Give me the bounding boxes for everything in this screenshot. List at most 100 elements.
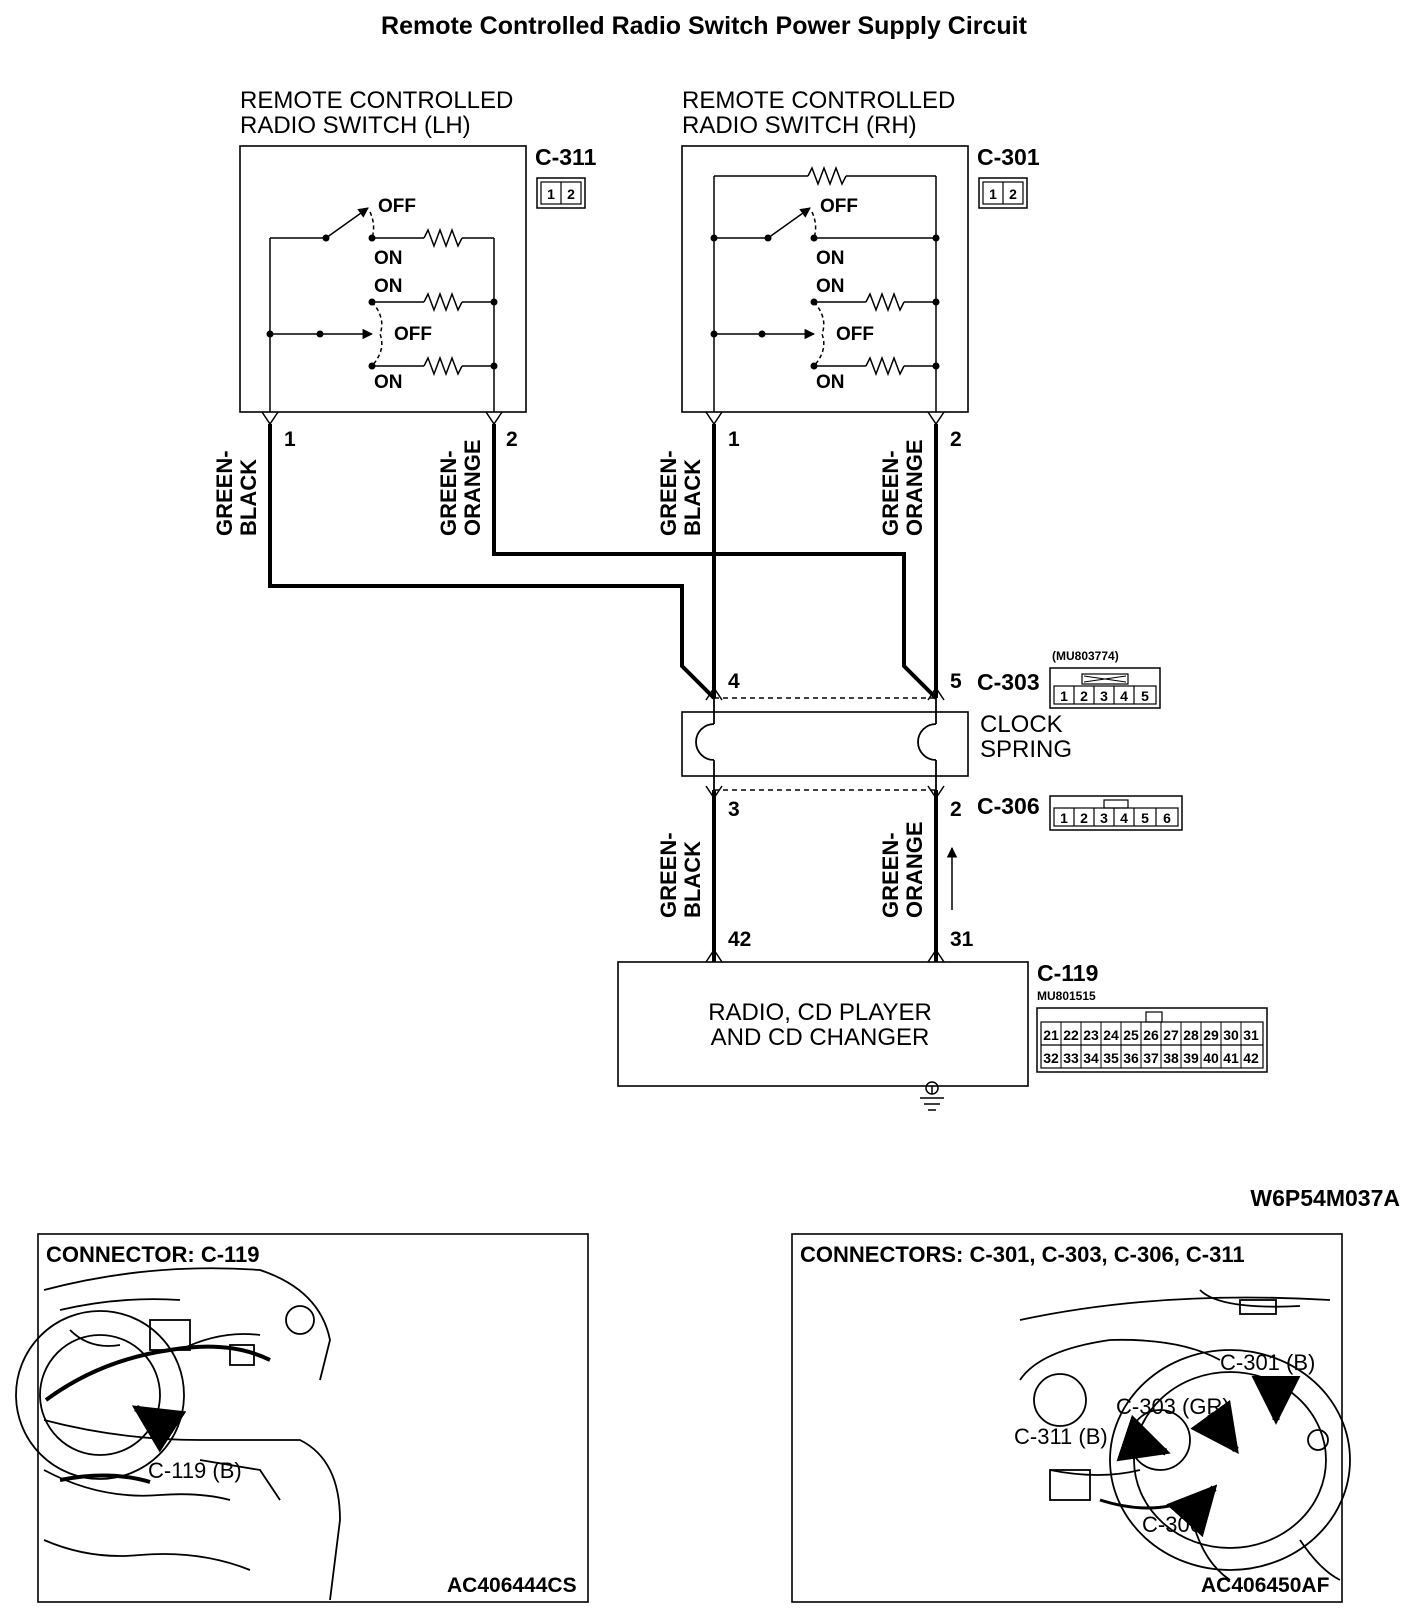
switch-rh-name-2: RADIO SWITCH (RH) xyxy=(682,112,917,139)
switch-lh-name-1: REMOTE CONTROLLED xyxy=(240,87,513,114)
clock-spring-part-no: (MU803774) xyxy=(1052,649,1119,663)
c303-arrow xyxy=(1190,1399,1239,1454)
c311-arrow xyxy=(1116,1414,1171,1462)
switch-rh-name-1: REMOTE CONTROLLED xyxy=(682,87,955,114)
c119-cell: 27 xyxy=(1163,1027,1179,1043)
diagram-title: Remote Controlled Radio Switch Power Sup… xyxy=(381,12,1028,40)
c306-cell-1: 1 xyxy=(1060,810,1068,826)
c119-cell: 33 xyxy=(1063,1050,1079,1066)
switch-lh-connector: C-311 xyxy=(535,144,597,170)
panel-steering-connectors: CONNECTORS: C-301, C-303, C-306, C-311 C… xyxy=(791,1233,1351,1603)
switch-lh-pin-2-cell: 2 xyxy=(567,186,575,202)
c306-cell-5: 5 xyxy=(1141,810,1149,826)
wire-label-bot-go: GREEN- ORANGE xyxy=(878,821,927,918)
clock-spring-box xyxy=(681,711,969,777)
switch-rh: REMOTE CONTROLLED RADIO SWITCH (RH) C-30… xyxy=(681,87,1040,413)
switch-lh-box xyxy=(239,145,527,413)
c119-cell: 22 xyxy=(1063,1027,1079,1043)
c119-cell: 25 xyxy=(1123,1027,1139,1043)
c119-cell: 32 xyxy=(1043,1050,1059,1066)
wire-label-rh-go-1: GREEN- xyxy=(878,450,903,536)
clock-spring-top-connector: C-303 xyxy=(977,669,1040,695)
c303-cell-5: 5 xyxy=(1141,688,1149,704)
wire-label-lh-gb-1: GREEN- xyxy=(212,450,237,536)
pin-cs-5: 5 xyxy=(950,670,962,693)
clock-spring-label-1: CLOCK xyxy=(980,711,1063,738)
c306-cell-4: 4 xyxy=(1120,810,1128,826)
c119-cell: 28 xyxy=(1183,1027,1199,1043)
pin-cs-2: 2 xyxy=(950,798,962,821)
c119-cell: 35 xyxy=(1103,1050,1119,1066)
switch-rh-pin-1-cell: 1 xyxy=(989,186,997,202)
c306-cell-2: 2 xyxy=(1080,810,1088,826)
c119-cell: 40 xyxy=(1203,1050,1219,1066)
wire-label-rh-go-2: ORANGE xyxy=(902,439,927,536)
switch-lh-on-3: ON xyxy=(374,372,403,393)
c119-cell: 34 xyxy=(1083,1050,1099,1066)
pin-rh-1: 1 xyxy=(728,428,740,451)
c119-cell: 23 xyxy=(1083,1027,1099,1043)
switch-lh-off-2: OFF xyxy=(394,324,432,345)
c119-cell: 29 xyxy=(1203,1027,1219,1043)
c303-cell-2: 2 xyxy=(1080,688,1088,704)
pin-lh-1: 1 xyxy=(284,428,296,451)
switch-rh-on-2: ON xyxy=(816,276,845,297)
switch-rh-off-1: OFF xyxy=(820,196,858,217)
pin-radio-31: 31 xyxy=(950,928,974,951)
wire-label-bot-gb: GREEN- BLACK xyxy=(656,832,705,918)
terminal-marks xyxy=(261,411,945,963)
c119-cell: 36 xyxy=(1123,1050,1139,1066)
panel-right-callout-311: C-311 (B) xyxy=(1014,1424,1108,1449)
panel-right-callout-306: C-306 xyxy=(1142,1512,1202,1537)
wire-label-lh-go-2: ORANGE xyxy=(460,439,485,536)
wire-label-bot-gb-1: GREEN- xyxy=(656,832,681,918)
pin-radio-42: 42 xyxy=(728,928,751,951)
wire-label-rh-gb-1: GREEN- xyxy=(656,450,681,536)
panel-c119-location: CONNECTOR: C-119 C-119 (B) AC406444CS xyxy=(15,1233,589,1603)
c306-cell-3: 3 xyxy=(1100,810,1108,826)
wire-label-bot-go-2: ORANGE xyxy=(902,821,927,918)
panel-right-callout-303: C-303 (GR) xyxy=(1116,1394,1230,1419)
c303-connector-icon: 1 2 3 4 5 xyxy=(1049,667,1161,709)
wire-lh-green-orange xyxy=(492,424,938,700)
c306-cell-6: 6 xyxy=(1163,810,1171,826)
switch-rh-box xyxy=(681,145,969,413)
harness-illustration-left xyxy=(44,1344,271,1484)
panel-left-code: AC406444CS xyxy=(447,1574,577,1597)
c306-arrow xyxy=(1166,1484,1218,1538)
c119-cell: 24 xyxy=(1103,1027,1119,1043)
radio-box xyxy=(617,961,1029,1087)
clock-spring: CLOCK SPRING C-303 (MU803774) 1 2 3 4 5 … xyxy=(681,649,1183,831)
c119-cell: 37 xyxy=(1143,1050,1159,1066)
switch-lh-on-2: ON xyxy=(374,276,403,297)
wire-label-rh-gb: GREEN- BLACK xyxy=(656,450,705,536)
panel-right-callout-301: C-301 (B) xyxy=(1220,1350,1315,1375)
radio-label-1: RADIO, CD PLAYER xyxy=(708,999,932,1026)
c119-cell: 30 xyxy=(1223,1027,1239,1043)
radio-connector: C-119 xyxy=(1037,960,1098,986)
switch-rh-pin-2-cell: 2 xyxy=(1009,186,1017,202)
switch-rh-connector: C-301 xyxy=(977,144,1040,170)
harness-wires xyxy=(268,424,938,962)
clock-spring-label-2: SPRING xyxy=(980,736,1072,763)
panel-left-title: CONNECTOR: C-119 xyxy=(46,1242,260,1267)
pin-cs-4: 4 xyxy=(728,670,740,693)
wire-label-rh-gb-2: BLACK xyxy=(680,459,705,536)
wire-label-rh-go: GREEN- ORANGE xyxy=(878,439,927,536)
wire-label-lh-gb: GREEN- BLACK xyxy=(212,450,261,536)
switch-lh-name-2: RADIO SWITCH (LH) xyxy=(240,112,471,139)
switch-lh-off-1: OFF xyxy=(378,196,416,217)
switch-lh: REMOTE CONTROLLED RADIO SWITCH (LH) C-31… xyxy=(239,87,597,413)
radio-unit: RADIO, CD PLAYER AND CD CHANGER C-119 MU… xyxy=(617,960,1268,1111)
wire-label-lh-go-1: GREEN- xyxy=(436,450,461,536)
wire-label-bot-go-1: GREEN- xyxy=(878,832,903,918)
c119-cell: 38 xyxy=(1163,1050,1179,1066)
switch-lh-pin-1-cell: 1 xyxy=(547,186,555,202)
radio-label-2: AND CD CHANGER xyxy=(711,1024,930,1051)
switch-rh-on-3: ON xyxy=(816,372,845,393)
c306-connector-icon: 1 2 3 4 5 6 xyxy=(1049,795,1183,831)
c119-cell: 26 xyxy=(1143,1027,1159,1043)
wire-label-lh-gb-2: BLACK xyxy=(236,459,261,536)
